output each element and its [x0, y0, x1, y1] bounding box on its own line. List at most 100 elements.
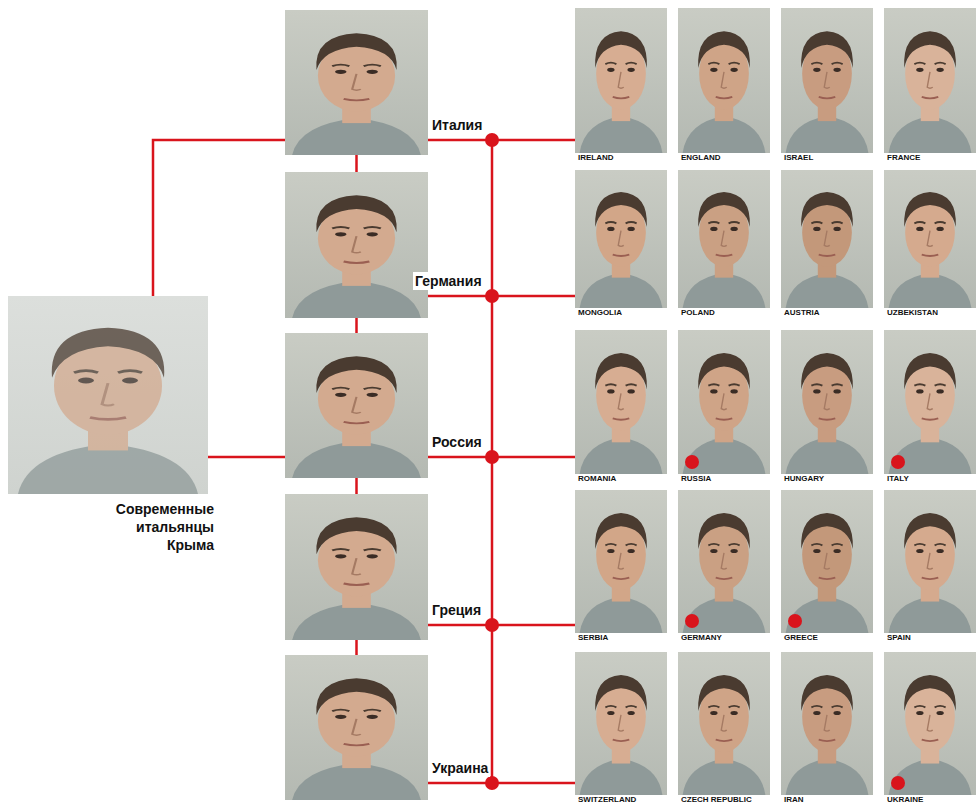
marker-dot — [890, 454, 906, 470]
country-caption: MONGOLIA — [576, 308, 624, 318]
country-label: Германия — [413, 272, 484, 290]
country-portrait: Италия — [285, 10, 428, 155]
photo — [575, 170, 667, 308]
country-portrait: Украина — [285, 655, 428, 800]
face-portrait — [781, 490, 873, 633]
face-portrait — [678, 490, 770, 633]
face-portrait — [678, 330, 770, 474]
photo — [285, 10, 428, 155]
country-portrait: IRAN — [781, 652, 873, 805]
photo — [678, 330, 770, 474]
connector-line — [428, 624, 575, 627]
country-portrait: SWITZERLAND — [575, 652, 667, 805]
country-portrait: IRELAND — [575, 8, 667, 163]
face-portrait — [781, 330, 873, 474]
photo — [285, 655, 428, 800]
photo — [678, 490, 770, 633]
country-caption: ISRAEL — [782, 153, 815, 163]
face-portrait — [678, 8, 770, 153]
connector-line — [428, 456, 575, 459]
country-label: Италия — [430, 116, 484, 134]
country-portrait: UKRAINE — [884, 652, 976, 805]
connector-line — [428, 295, 575, 298]
photo — [781, 8, 873, 153]
face-portrait — [575, 170, 667, 308]
photo — [678, 8, 770, 153]
country-portrait: Греция — [285, 494, 428, 640]
photo — [884, 330, 976, 474]
photo — [575, 652, 667, 795]
country-portrait: HUNGARY — [781, 330, 873, 484]
photo — [884, 8, 976, 153]
face-portrait — [575, 8, 667, 153]
photo — [285, 172, 428, 318]
connector-line — [153, 140, 285, 296]
country-portrait: POLAND — [678, 170, 770, 318]
country-portrait: UZBEKISTAN — [884, 170, 976, 318]
country-caption: ENGLAND — [679, 153, 723, 163]
face-portrait — [884, 652, 976, 795]
connector-line — [428, 139, 575, 142]
country-portrait: Россия — [285, 333, 428, 478]
face-portrait — [285, 655, 428, 800]
country-portrait: SERBIA — [575, 490, 667, 643]
photo — [575, 490, 667, 633]
country-caption: IRAN — [782, 795, 806, 805]
face-portrait — [678, 170, 770, 308]
connector-line — [355, 155, 358, 172]
country-portrait: SPAIN — [884, 490, 976, 643]
face-portrait — [8, 296, 208, 494]
marker-dot — [684, 454, 700, 470]
face-portrait — [781, 8, 873, 153]
country-caption: SERBIA — [576, 633, 610, 643]
photo — [781, 170, 873, 308]
face-portrait — [285, 494, 428, 640]
country-caption: SPAIN — [885, 633, 913, 643]
photo — [285, 494, 428, 640]
country-caption: ITALY — [885, 474, 911, 484]
photo — [884, 652, 976, 795]
face-portrait — [575, 330, 667, 474]
face-portrait — [285, 10, 428, 155]
photo — [8, 296, 208, 494]
photo — [678, 652, 770, 795]
country-portrait: ISRAEL — [781, 8, 873, 163]
photo — [884, 170, 976, 308]
country-portrait: ITALY — [884, 330, 976, 484]
photo — [575, 330, 667, 474]
country-caption: UKRAINE — [885, 795, 925, 805]
country-portrait: AUSTRIA — [781, 170, 873, 318]
country-caption: IRELAND — [576, 153, 616, 163]
country-portrait: GREECE — [781, 490, 873, 643]
country-portrait: Германия — [285, 172, 428, 318]
photo — [781, 330, 873, 474]
photo — [678, 170, 770, 308]
country-portrait: ROMANIA — [575, 330, 667, 484]
country-caption: RUSSIA — [679, 474, 713, 484]
marker-dot — [787, 613, 803, 629]
connector-line — [355, 640, 358, 655]
country-caption: GERMANY — [679, 633, 724, 643]
face-portrait — [575, 490, 667, 633]
country-caption: SWITZERLAND — [576, 795, 638, 805]
connector-line — [355, 318, 358, 333]
face-portrait — [781, 652, 873, 795]
country-caption: CZECH REPUBLIC — [679, 795, 754, 805]
country-portrait: FRANCE — [884, 8, 976, 163]
connector-line — [355, 478, 358, 494]
face-portrait — [285, 333, 428, 478]
connector-line — [208, 456, 285, 459]
country-portrait: RUSSIA — [678, 330, 770, 484]
country-caption: UZBEKISTAN — [885, 308, 940, 318]
face-portrait — [285, 172, 428, 318]
country-caption: GREECE — [782, 633, 820, 643]
photo — [285, 333, 428, 478]
country-caption: FRANCE — [885, 153, 922, 163]
connector-line — [428, 782, 575, 785]
face-portrait — [884, 490, 976, 633]
country-portrait: ENGLAND — [678, 8, 770, 163]
photo — [781, 490, 873, 633]
country-label: Греция — [430, 601, 483, 619]
country-caption: POLAND — [679, 308, 717, 318]
